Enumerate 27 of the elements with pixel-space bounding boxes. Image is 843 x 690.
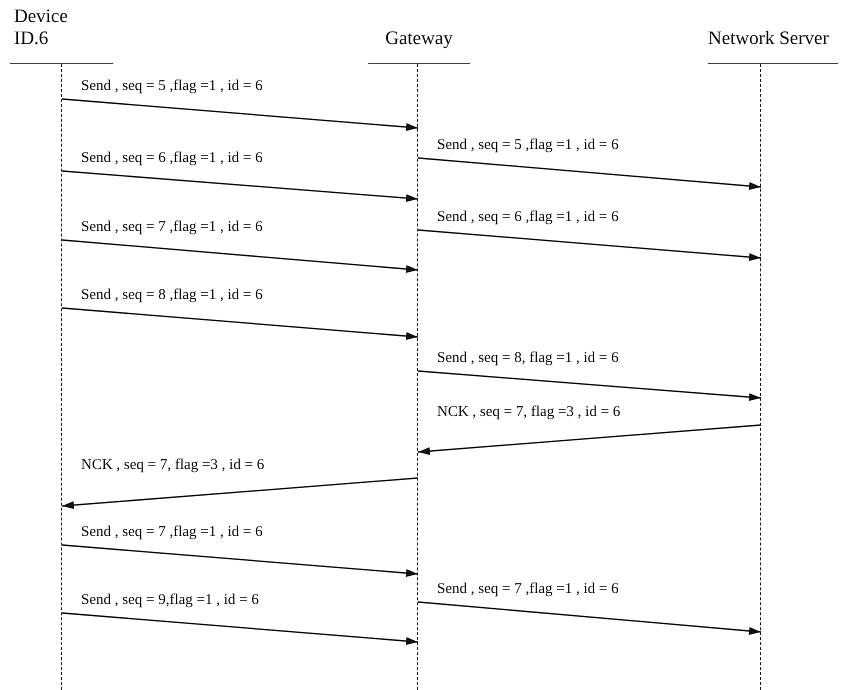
- message-arrow: [62, 307, 418, 340]
- edge-label: Send , seq = 6 ,flag =1 , id = 6: [436, 209, 620, 226]
- message-arrow: [418, 157, 762, 190]
- participant-name: Network Server: [708, 28, 838, 64]
- message-arrow: [62, 612, 418, 645]
- edge-label: Send , seq = 7 ,flag =1 , id = 6: [80, 524, 264, 541]
- edge-label: Send , seq = 8, flag =1 , id = 6: [436, 350, 620, 367]
- message-arrow: [62, 477, 418, 510]
- participant-name: Gateway: [368, 28, 470, 64]
- message-arrow: [62, 239, 418, 273]
- edge-label: NCK , seq = 7, flag =3 , id = 6: [80, 457, 266, 474]
- edge-label: Send , seq = 5 ,flag =1 , id = 6: [80, 78, 264, 95]
- edge-label: Send , seq = 8 ,flag =1 , id = 6: [80, 287, 264, 304]
- participant-name: Device ID.6: [10, 6, 113, 64]
- message-arrow: [418, 229, 762, 261]
- edge-label: Send , seq = 9,flag =1 , id = 6: [80, 592, 260, 609]
- message-arrow: [418, 424, 762, 456]
- edge-label: Send , seq = 5 ,flag =1 , id = 6: [436, 137, 620, 154]
- message-arrow: [62, 170, 418, 202]
- edge-label: NCK , seq = 7, flag =3 , id = 6: [436, 404, 622, 421]
- message-arrow: [62, 98, 418, 131]
- edge-label: Send , seq = 6 ,flag =1 , id = 6: [80, 150, 264, 167]
- message-arrow: [418, 370, 762, 402]
- edge-label: Send , seq = 7 ,flag =1 , id = 6: [436, 581, 620, 598]
- edge-label: Send , seq = 7 ,flag =1 , id = 6: [80, 219, 264, 236]
- message-arrow: [418, 601, 762, 635]
- message-arrow: [62, 544, 418, 577]
